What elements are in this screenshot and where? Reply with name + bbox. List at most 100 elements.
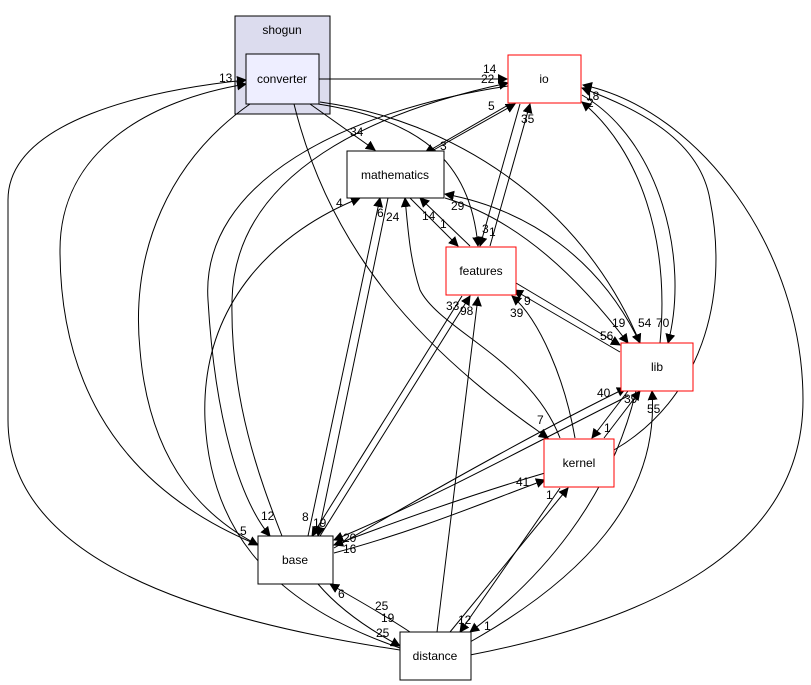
edge-label-features-lib: 56 (600, 329, 614, 343)
edge-label-distance-base: 19 (381, 611, 395, 625)
edge-label-converter-io-1: 14 (483, 62, 497, 76)
node-distance-label: distance (413, 649, 458, 663)
edge-label-base-converter: 13 (219, 71, 233, 85)
edge-lib-features (513, 289, 621, 353)
edge-label-mathematics-lib: 19 (612, 316, 626, 330)
edge-io-lib (581, 94, 676, 344)
edge-distance-mathematics (204, 196, 401, 649)
edge-label-mathematics-features: 14 (422, 209, 436, 223)
edge-label-features-io: 35 (521, 112, 535, 126)
edge-label-io-features: 3 (482, 222, 489, 236)
edge-label-distance-features: 1 (489, 225, 496, 239)
edge-features-base (311, 295, 463, 537)
edge-label-converter-kernel: 7 (537, 413, 544, 427)
edge-base-lib (333, 387, 627, 549)
node-base[interactable]: base (257, 535, 334, 585)
edge-label-io-base: 12 (261, 509, 275, 523)
edge-label-base-io: 25 (375, 599, 389, 613)
edge-label-converter-features: 3 (440, 139, 447, 153)
edge-label-base-features: 33 (446, 299, 460, 313)
edge-label-distance-io: 1 (484, 619, 491, 633)
edge-label-mathematics-distance: 24 (386, 210, 400, 224)
edge-label-lib-distance: 1 (546, 488, 553, 502)
edge-label-kernel-features: 39 (510, 306, 524, 320)
edge-kernel-mathematics (400, 197, 561, 439)
edge-converter-base (138, 103, 259, 546)
edge-distance-converter (7, 75, 401, 651)
edge-label-base-mathematics: 6 (377, 206, 384, 220)
edge-label-base-lib: 40 (597, 386, 611, 400)
node-io[interactable]: io (507, 54, 582, 104)
edges-layer (7, 74, 804, 656)
edge-label-features-mathematics: 29 (451, 199, 465, 213)
edge-label-kernel-io: 39 (624, 392, 638, 406)
node-kernel[interactable]: kernel (543, 438, 615, 488)
edge-label-io-lib: 2 (587, 96, 594, 110)
edge-label-converter-io-2: 22 (481, 72, 495, 86)
edge-label-lib-features: 9 (524, 294, 531, 308)
edge-distance-io (469, 82, 804, 656)
edge-labels-layer: 14 22 34 3 54 7 5 13 5 35 18 2 12 25 14 … (219, 62, 670, 640)
edge-label-base-distance: 6 (338, 587, 345, 601)
node-converter-label: converter (257, 72, 307, 86)
edge-label-distance-mathematics: 4 (336, 196, 343, 210)
edge-label-distance-kernel: 12 (458, 613, 472, 627)
edge-base-features (319, 295, 471, 537)
edge-label-kernel-mathematics: 98 (460, 304, 474, 318)
edge-label-distance-converter: 25 (376, 626, 390, 640)
edge-base-io (231, 79, 509, 537)
edge-label-lib-base: 20 (343, 531, 357, 545)
node-distance[interactable]: distance (399, 631, 472, 681)
edge-lib-io (581, 101, 663, 344)
node-mathematics-label: mathematics (361, 168, 429, 182)
edge-features-lib (515, 282, 621, 346)
edge-kernel-base (333, 472, 546, 547)
edge-io-features (477, 103, 521, 247)
edge-io-mathematics (424, 103, 511, 154)
edge-kernel-features (511, 295, 576, 439)
edge-mathematics-features (409, 197, 459, 247)
node-lib[interactable]: lib (620, 342, 694, 392)
edge-mathematics-lib (444, 197, 629, 344)
edge-io-base (207, 85, 509, 537)
edge-distance-kernel (449, 487, 569, 633)
edge-label-converter-lib: 54 (638, 316, 652, 330)
node-lib-label: lib (651, 360, 663, 374)
edge-mathematics-io (429, 103, 516, 153)
edge-converter-lib (319, 101, 642, 344)
edge-label-converter-base: 5 (240, 524, 247, 538)
edge-features-mathematics (419, 197, 471, 247)
edge-base-converter (59, 80, 259, 546)
edge-mathematics-base (314, 197, 389, 537)
edge-distance-base (329, 583, 411, 633)
edge-label-lib-kernel: 1 (604, 421, 611, 435)
node-mathematics[interactable]: mathematics (346, 150, 445, 199)
edge-base-distance (317, 583, 401, 647)
edge-label-lib-io: 18 (586, 89, 600, 103)
edge-label-distance-lib: 55 (647, 402, 661, 416)
edge-label-lib-mathematics: 1 (440, 217, 447, 231)
edge-converter-mathematics (309, 103, 376, 151)
edge-label-mathematics-io: 5 (488, 99, 495, 113)
edge-distance-lib (469, 390, 658, 643)
edge-features-io (489, 103, 533, 247)
edge-lib-base (333, 395, 629, 542)
edge-kernel-distance (459, 487, 561, 633)
edge-label-features-base: 19 (313, 516, 327, 530)
edge-label-kernel-base: 41 (516, 475, 530, 489)
node-features[interactable]: features (445, 246, 517, 296)
edge-base-mathematics (307, 197, 384, 537)
edge-label-converter-mathematics: 34 (350, 125, 364, 139)
edge-lib-distance (469, 390, 637, 633)
node-converter[interactable]: converter (245, 53, 320, 105)
node-io-label: io (539, 72, 549, 86)
edge-label-mathematics-base: 8 (302, 510, 309, 524)
node-features-label: features (459, 264, 502, 278)
edge-label-base-kernel: 16 (343, 542, 357, 556)
edge-lib-mathematics (444, 190, 641, 344)
edge-kernel-io (581, 86, 717, 451)
edge-distance-features (436, 296, 482, 633)
cluster-label: shogun (262, 23, 301, 37)
edge-label-kernel-lib: 70 (656, 316, 670, 330)
